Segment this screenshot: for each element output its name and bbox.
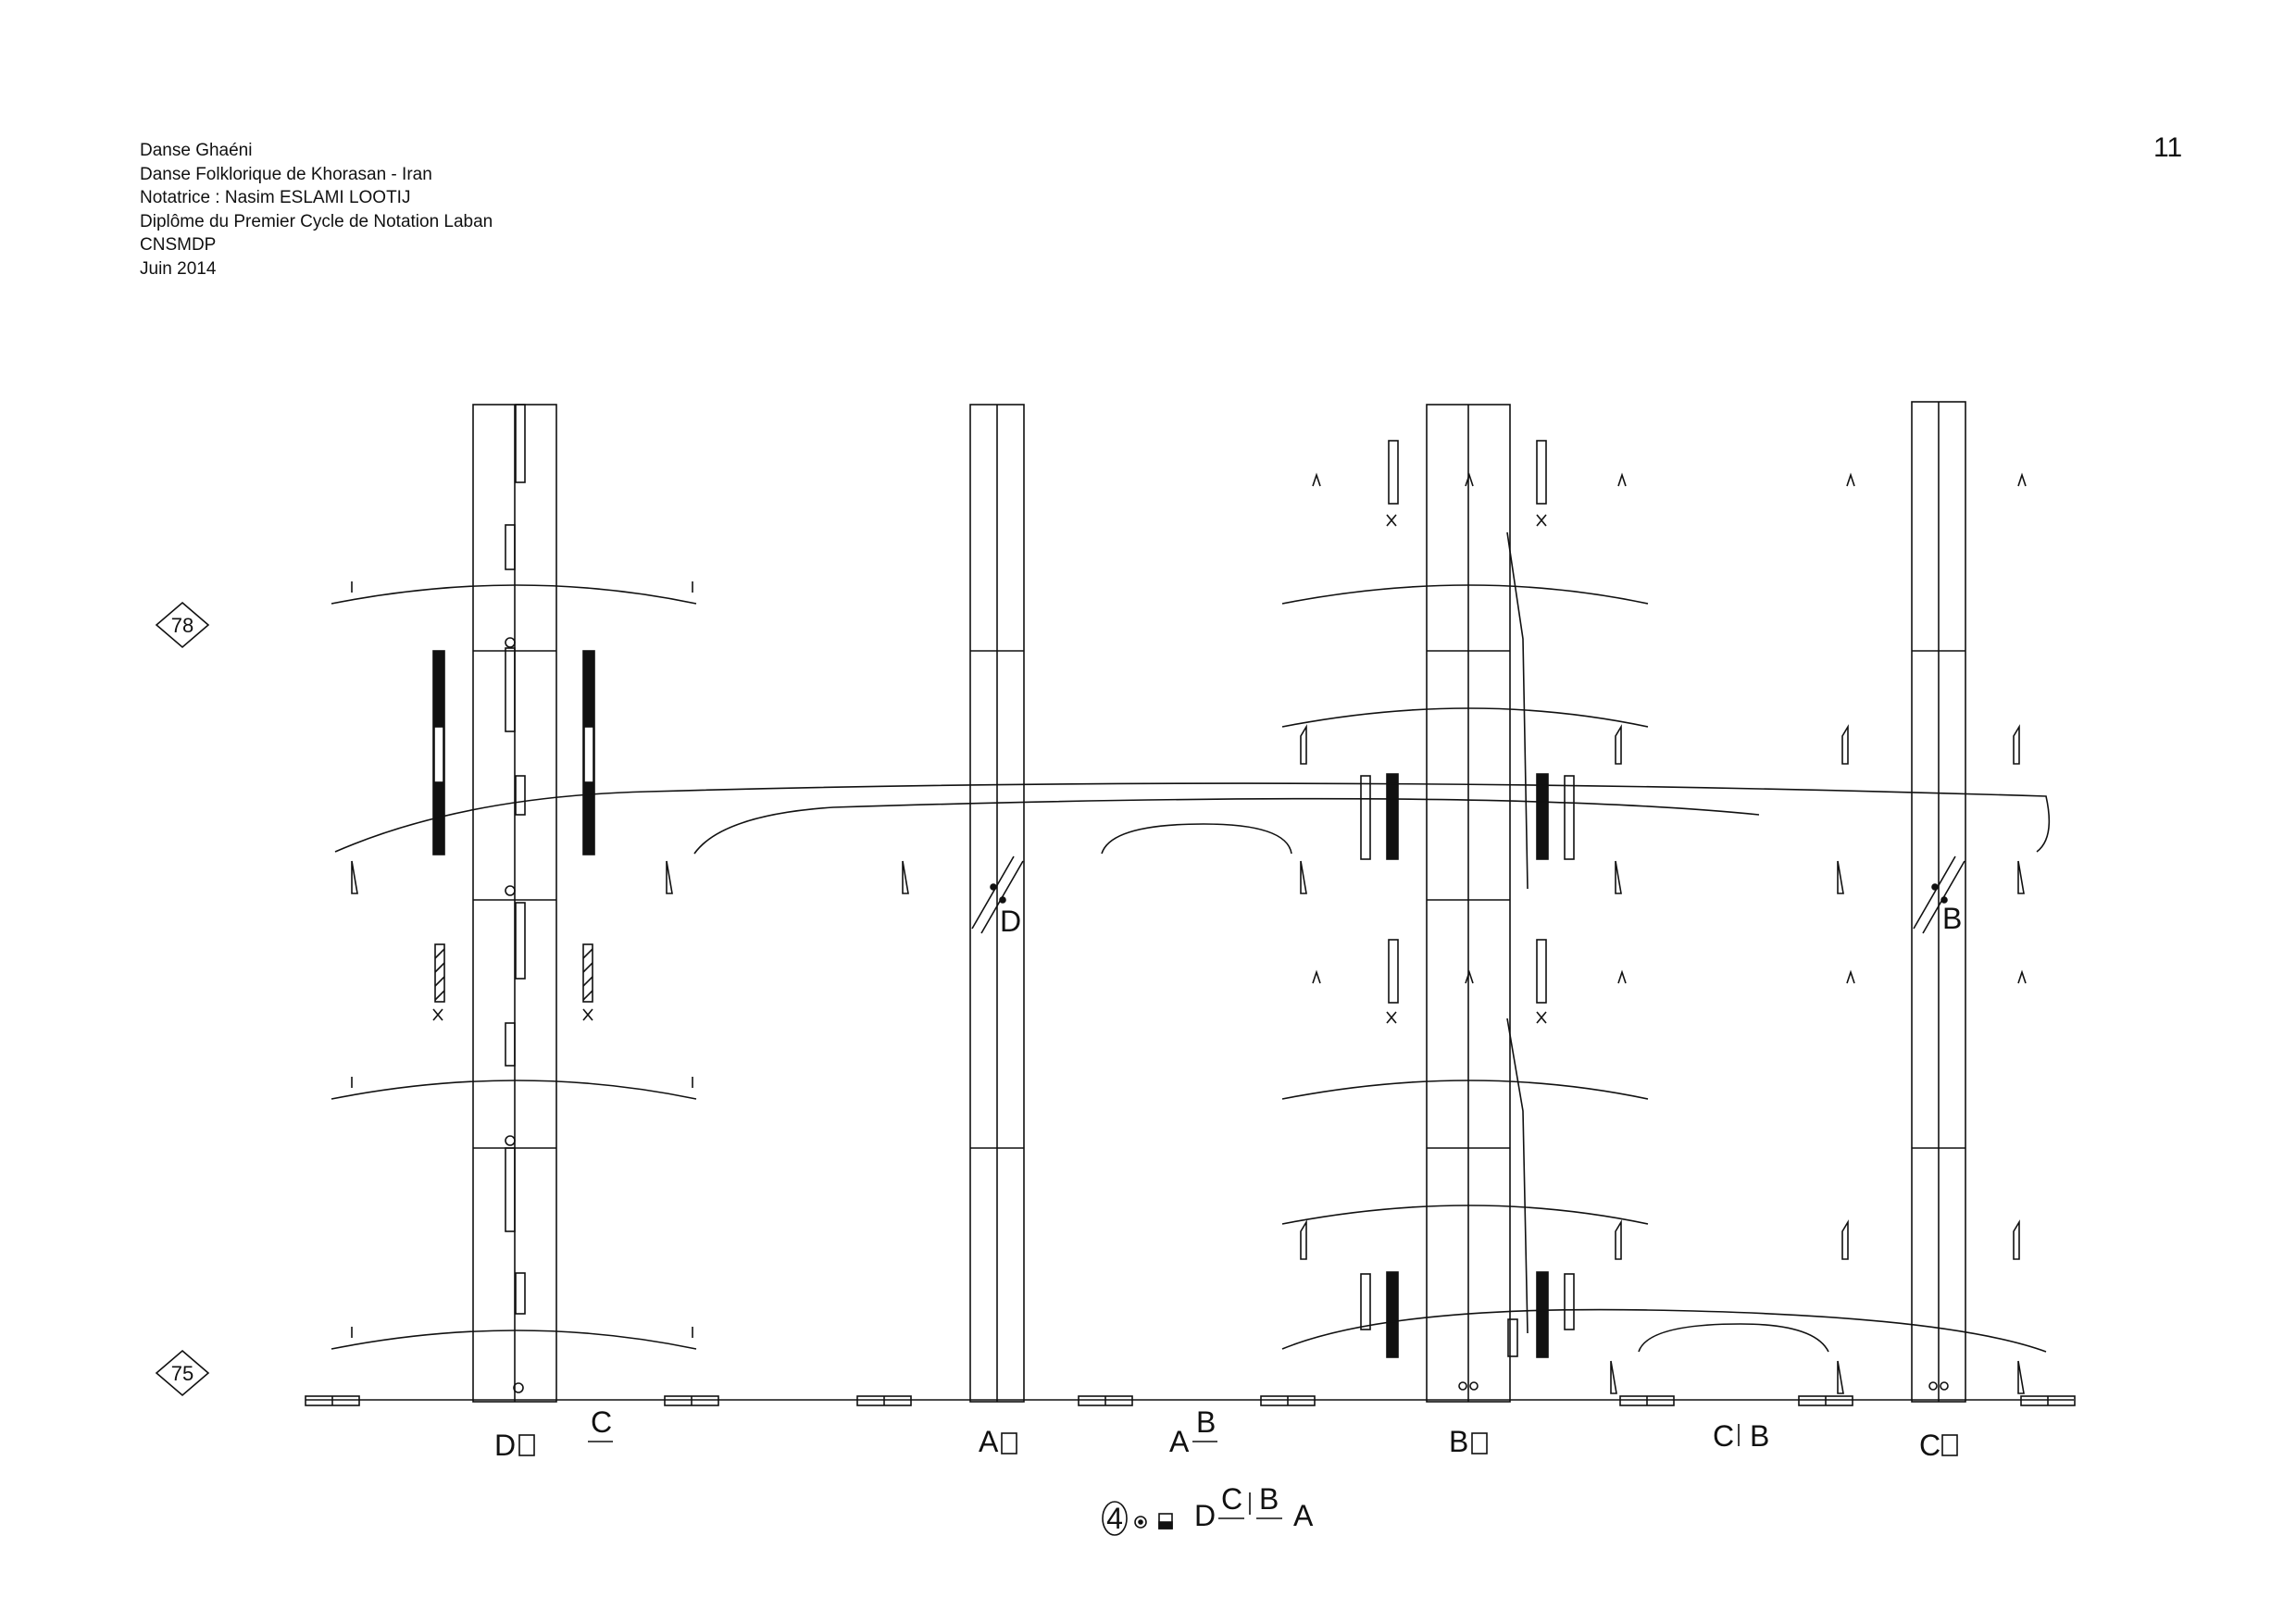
formation-letter-C: C bbox=[1221, 1482, 1242, 1516]
measure-number-75: 75 bbox=[155, 1349, 210, 1397]
formation-letter-A: A bbox=[1293, 1499, 1314, 1532]
formation-count: 4 bbox=[1106, 1502, 1123, 1535]
header-diploma: Diplôme du Premier Cycle de Notation Lab… bbox=[140, 211, 493, 231]
document-header: Danse Ghaéni Danse Folklorique de Khoras… bbox=[140, 139, 493, 281]
label-between-C: C bbox=[1713, 1419, 1734, 1453]
header-title: Danse Ghaéni bbox=[140, 141, 253, 160]
staff-D-side-signs bbox=[432, 650, 595, 855]
svg-text:78: 78 bbox=[171, 614, 193, 637]
measure-number-78: 78 bbox=[155, 601, 210, 649]
header-notator: Notatrice : Nasim ESLAMI LOOTIJ bbox=[140, 188, 411, 207]
arm-arcs-staff-D bbox=[331, 584, 2051, 1350]
header-subtitle: Danse Folklorique de Khorasan - Iran bbox=[140, 164, 432, 184]
label-staff-C: C bbox=[1919, 1429, 1940, 1462]
header-institution: CNSMDP bbox=[140, 235, 217, 255]
tick-signs bbox=[351, 472, 2027, 1338]
staff-C-facing-letter: B bbox=[1942, 902, 1962, 935]
label-between-B: B bbox=[1196, 1405, 1216, 1439]
staff-labels: D C A A B B C B C bbox=[494, 1405, 1958, 1462]
page-number: 11 bbox=[2153, 132, 2183, 163]
label-staff-B: B bbox=[1449, 1425, 1468, 1458]
staff-A bbox=[969, 404, 1025, 1403]
wedge-signs bbox=[351, 724, 2025, 1394]
formation-letter-B: B bbox=[1259, 1482, 1279, 1516]
staff-C bbox=[1911, 401, 1966, 1403]
label-staff-A: A bbox=[979, 1425, 999, 1458]
formation-letter-D: D bbox=[1194, 1499, 1216, 1532]
staff-B-side-signs bbox=[1360, 773, 1575, 1358]
label-staff-D: D bbox=[494, 1429, 516, 1462]
staff-D-hatched-signs bbox=[432, 943, 593, 1021]
arm-arcs-staff-B bbox=[1101, 584, 2047, 1353]
label-between-B2: B bbox=[1750, 1419, 1769, 1453]
staff-D bbox=[472, 404, 557, 1403]
staff-B bbox=[1426, 404, 1529, 1403]
label-between-A: A bbox=[1169, 1425, 1190, 1458]
label-staff-D-above: C bbox=[591, 1405, 612, 1439]
floor-pads bbox=[305, 1395, 2076, 1406]
svg-text:75: 75 bbox=[171, 1362, 193, 1385]
staff-A-facing-letter: D bbox=[1000, 905, 1021, 938]
footer-formation: 4 D C B A bbox=[1102, 1482, 1314, 1536]
staff-B-hatched-signs bbox=[1386, 440, 1547, 1024]
header-date: Juin 2014 bbox=[140, 258, 217, 279]
